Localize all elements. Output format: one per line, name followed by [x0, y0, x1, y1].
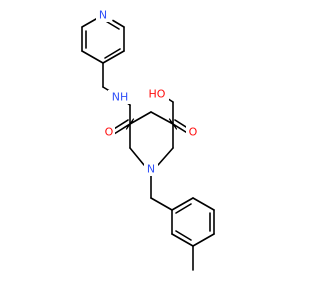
amide-nh-label: NH — [112, 91, 129, 104]
atom-acid-oh: HO — [145, 87, 169, 101]
pyridine-n-label: N — [99, 9, 107, 22]
amide-o-label: O — [105, 126, 114, 139]
piperidine-ring — [129, 111, 174, 166]
atom-amide-o: O — [101, 125, 115, 139]
benzyl-group — [150, 173, 215, 271]
atom-acid-o: O — [186, 125, 200, 139]
atom-piperidine-n: N — [144, 162, 158, 176]
acid-o-label: O — [189, 126, 198, 139]
pyridine-ring — [81, 14, 125, 64]
molecule-structure: N NH O HO O N — [81, 8, 215, 271]
atom-pyridine-n: N — [96, 8, 110, 22]
atom-amide-nh: NH — [108, 90, 130, 104]
stereo-wedge-left — [125, 118, 135, 130]
piperidine-n-label: N — [147, 163, 155, 176]
acid-oh-label: HO — [149, 88, 166, 101]
